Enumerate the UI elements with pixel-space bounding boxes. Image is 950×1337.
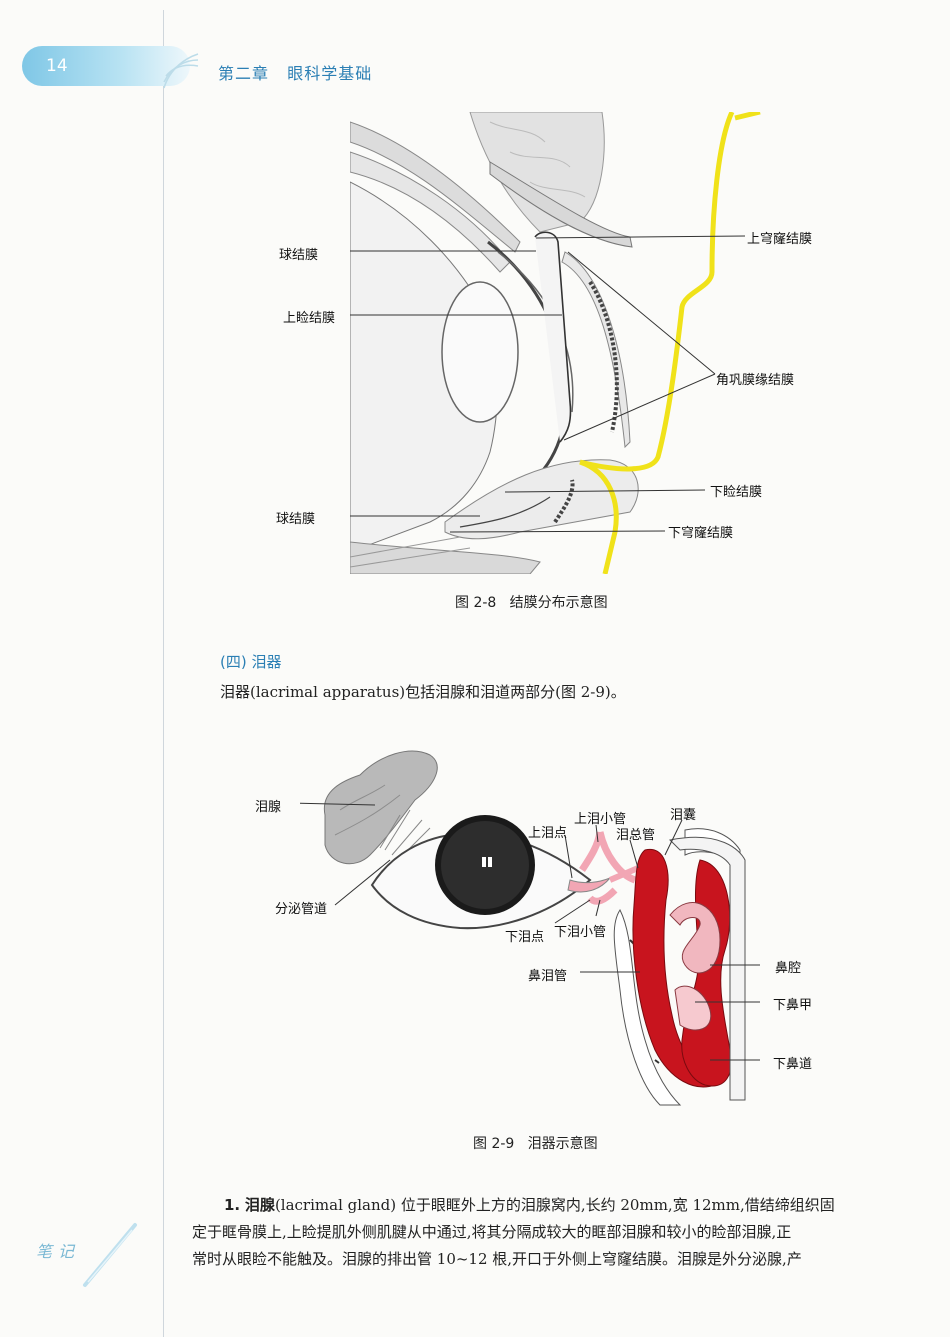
figure-2-8-caption: 图 2-8 结膜分布示意图 <box>455 595 608 611</box>
header-swirl-icon <box>163 53 199 89</box>
label-bulbar-conjunctiva-bottom: 球结膜 <box>276 512 316 527</box>
pointer-inferior-fornix <box>449 530 666 533</box>
item-number: 1. <box>224 1196 241 1214</box>
label-lacrimal-gland: 泪腺 <box>255 800 282 815</box>
body-line-1-text: (lacrimal gland) 位于眼眶外上方的泪腺窝内,长约 20mm,宽 … <box>274 1196 835 1214</box>
label-bulbar-conjunctiva-top: 球结膜 <box>279 248 319 263</box>
label-superior-fornix-conjunctiva: 上穹窿结膜 <box>747 232 813 247</box>
label-upper-punctum: 上泪点 <box>528 826 568 841</box>
label-lower-palpebral-conjunctiva: 下睑结膜 <box>710 485 763 500</box>
label-lower-punctum: 下泪点 <box>505 930 545 945</box>
page-number-tab <box>22 46 190 86</box>
pointer-lower-punctum <box>554 899 591 924</box>
pointer-lacrimal-gland <box>300 802 376 806</box>
conjunctiva-diagram <box>350 112 761 574</box>
pointer-lacrimal-sac <box>664 819 683 856</box>
pen-icon <box>83 1223 137 1287</box>
label-upper-canaliculus: 上泪小管 <box>574 812 627 827</box>
pointer-upper-punctum <box>564 834 573 879</box>
pointer-lower-palpebral <box>504 489 706 493</box>
label-inferior-turbinate: 下鼻甲 <box>773 998 813 1013</box>
term-lacrimal-gland: 泪腺 <box>244 1196 275 1214</box>
label-inferior-fornix-conjunctiva: 下穹窿结膜 <box>668 526 734 541</box>
label-common-canaliculus: 泪总管 <box>616 828 656 843</box>
pointer-common-canaliculus <box>629 839 639 869</box>
figure-2-9-caption: 图 2-9 泪器示意图 <box>473 1136 598 1152</box>
chapter-title: 第二章 眼科学基础 <box>218 64 373 83</box>
notes-label: 笔记 <box>36 1242 81 1261</box>
label-nasal-cavity: 鼻腔 <box>775 961 802 976</box>
lacrimal-apparatus-diagram <box>300 750 760 1106</box>
body-line-2: 定于眶骨膜上,上睑提肌外侧肌腱从中通过,将其分隔成较大的眶部泪腺和较小的睑部泪腺… <box>192 1223 792 1241</box>
label-inferior-meatus: 下鼻道 <box>773 1057 813 1072</box>
body-line-1: 1. 泪腺(lacrimal gland) 位于眼眶外上方的泪腺窝内,长约 20… <box>192 1192 912 1219</box>
label-nasolacrimal-duct: 鼻泪管 <box>528 969 568 984</box>
margin-rule <box>163 10 164 1337</box>
page-number: 14 <box>46 56 68 76</box>
intro-paragraph: 泪器(lacrimal apparatus)包括泪腺和泪道两部分(图 2-9)。 <box>220 683 626 701</box>
pointer-lower-canaliculus <box>595 899 601 917</box>
label-upper-palpebral-conjunctiva: 上睑结膜 <box>283 311 336 326</box>
label-lower-canaliculus: 下泪小管 <box>554 925 607 940</box>
pointer-limbal <box>563 251 716 441</box>
pointer-secretory-ducts <box>334 859 391 906</box>
label-lacrimal-sac: 泪囊 <box>670 808 697 823</box>
section-heading: (四) 泪器 <box>220 653 282 671</box>
label-secretory-ducts: 分泌管道 <box>275 902 328 917</box>
pointer-superior-fornix <box>535 235 746 239</box>
label-limbal-conjunctiva: 角巩膜缘结膜 <box>716 373 795 388</box>
pointer-upper-canaliculus <box>595 824 599 843</box>
body-line-3: 常时从眼睑不能触及。泪腺的排出管 10~12 根,开口于外侧上穹窿结膜。泪腺是外… <box>192 1250 802 1268</box>
